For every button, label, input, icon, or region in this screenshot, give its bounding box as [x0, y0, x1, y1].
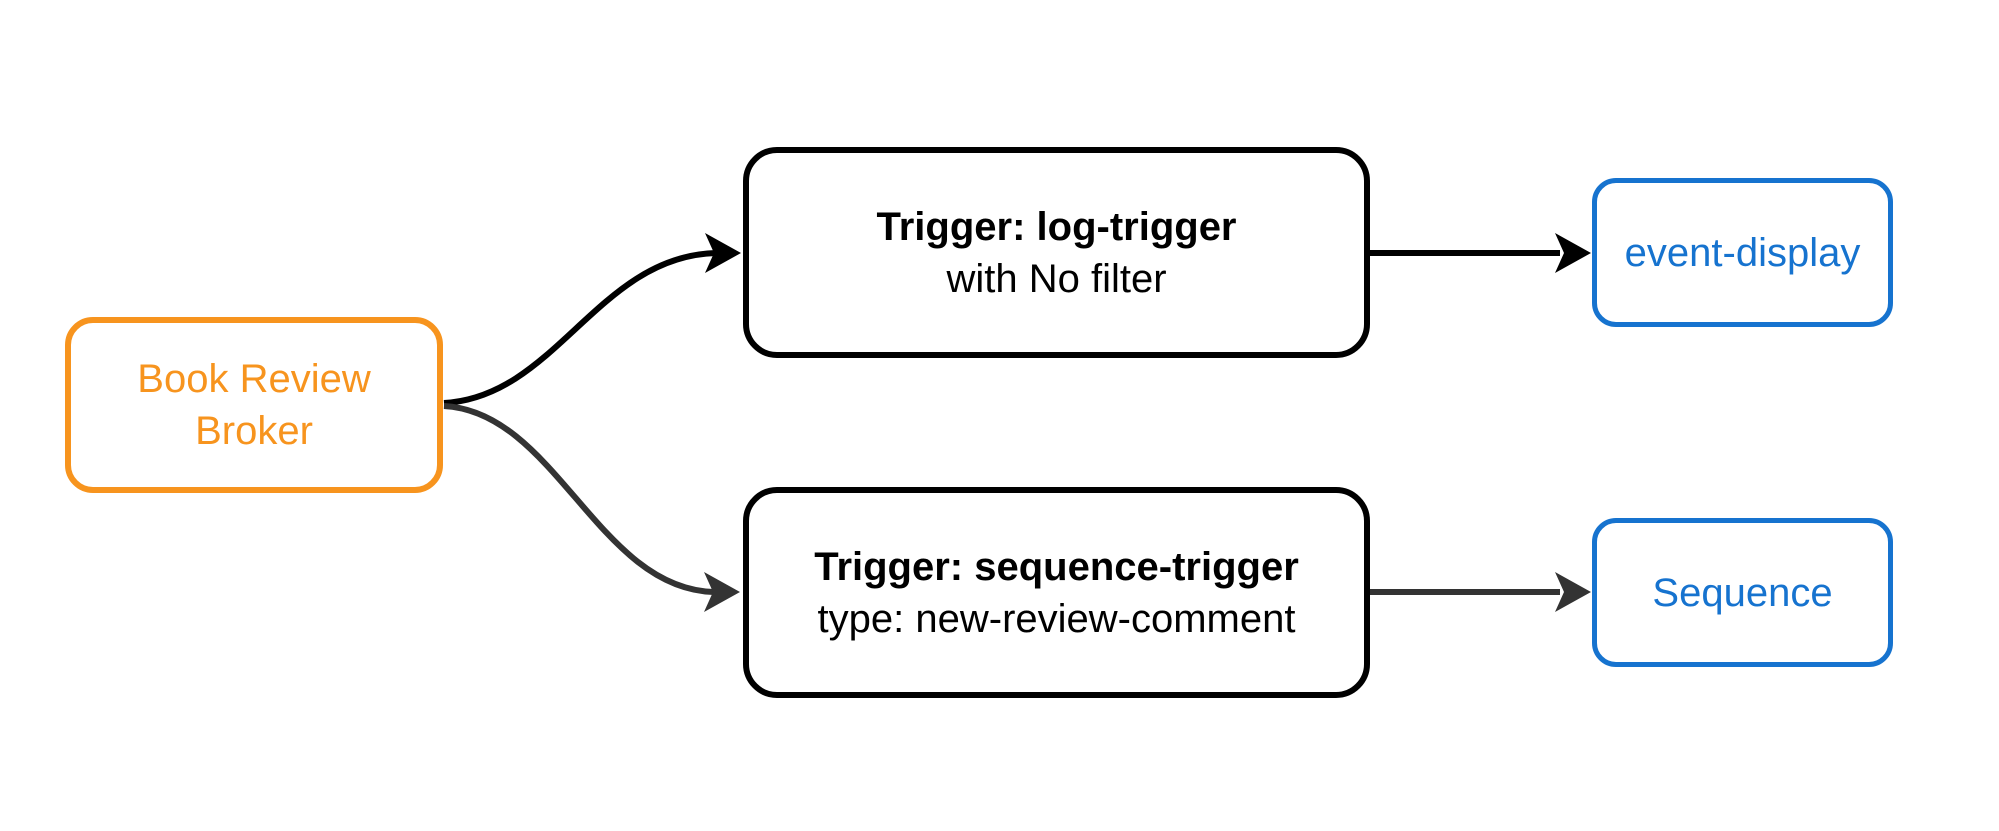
trigger-sequence-subtitle: type: new-review-comment — [817, 596, 1296, 641]
arrowhead-icon — [705, 233, 741, 273]
arrowhead-icon — [1555, 233, 1591, 273]
node-event-display: event-display — [1592, 178, 1893, 327]
node-trigger-log: Trigger: log-trigger with No filter — [743, 147, 1370, 358]
node-sequence: Sequence — [1592, 518, 1893, 667]
trigger-log-title: Trigger: log-trigger — [876, 204, 1237, 249]
event-display-label: event-display — [1624, 230, 1861, 275]
arrowhead-icon — [704, 572, 740, 612]
node-trigger-sequence: Trigger: sequence-trigger type: new-revi… — [743, 487, 1370, 698]
trigger-log-subtitle: with No filter — [946, 256, 1167, 301]
edge-broker-to-sequence-trigger — [443, 403, 715, 595]
broker-label: Book Review Broker — [137, 357, 371, 453]
node-book-review-broker: Book Review Broker — [65, 317, 443, 493]
arrowhead-icon — [1555, 572, 1591, 612]
trigger-sequence-title: Trigger: sequence-trigger — [814, 544, 1299, 589]
sequence-label: Sequence — [1652, 570, 1833, 615]
edge-broker-to-log-trigger — [443, 250, 717, 406]
